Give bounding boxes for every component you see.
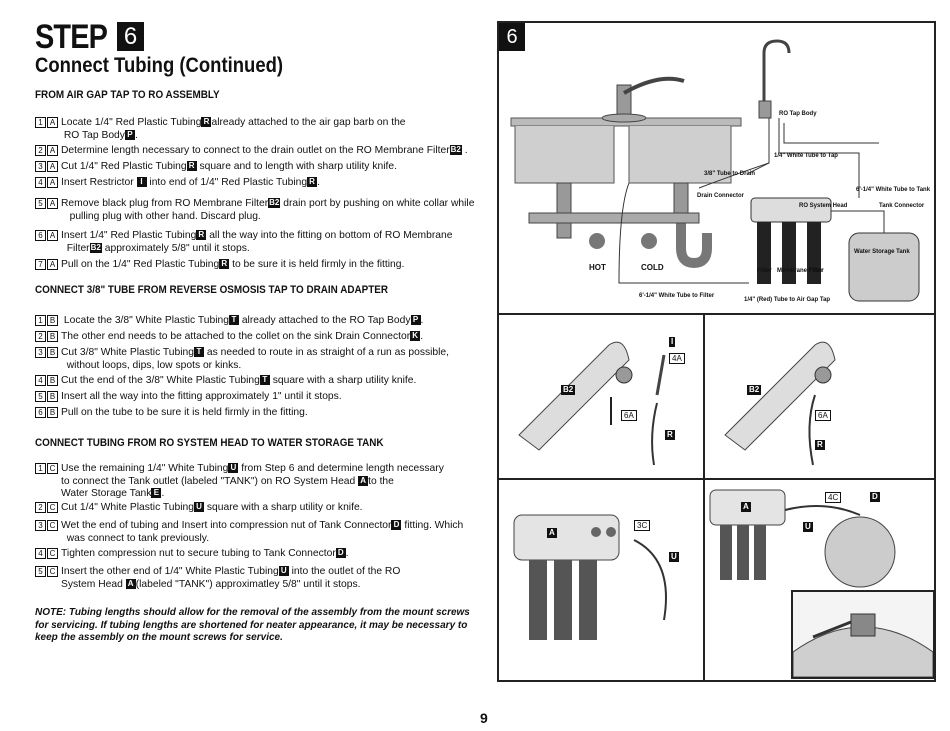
connector-detail-illustration [792, 613, 934, 678]
tag-6a-right: 6A [815, 410, 831, 421]
tag-6a: 6A [621, 410, 637, 421]
tag-4c: 4C [825, 492, 842, 503]
page-number: 9 [480, 710, 488, 726]
sink-illustration [510, 39, 920, 302]
section-title-air-gap: FROM AIR GAP TAP TO RO ASSEMBLY [35, 89, 220, 101]
tag-r-right: R [815, 440, 825, 450]
label-white-tube-to-filter: 6'-1/4" White Tube to Filter [639, 293, 715, 299]
label-white-tube-to-tank: 6'-1/4" White Tube to Tank [856, 187, 931, 193]
under-sink-diagram-panel: 6 RO Tap Body 1/4" W [497, 21, 936, 315]
tag-b2: B2 [561, 385, 576, 395]
label-red-tube-to-air-gap: 1/4" (Red) Tube to Air Gap Tap [744, 297, 831, 303]
tag-a: A [547, 528, 557, 538]
system-head-illustration [513, 514, 667, 640]
tag-4a: 4A [669, 353, 685, 364]
tag-u-right: U [803, 522, 813, 532]
label-water-storage-tank: Water Storage Tank [854, 249, 910, 255]
label-hot: HOT [589, 263, 606, 272]
label-tank-connector: Tank Connector [879, 203, 925, 209]
step-heading: STEP [35, 18, 108, 57]
tag-b2-right: B2 [747, 385, 762, 395]
tube-insert-illustration [724, 341, 836, 466]
system-head-diagram-panel: 3C A U [497, 478, 706, 682]
tube-insert-diagram-panel: B2 6A R [703, 313, 936, 480]
label-ro-system-head: RO System Head [799, 203, 848, 209]
tag-u: U [669, 552, 679, 562]
tag-r: R [665, 430, 675, 440]
label-membrane-filter: Membrane Filter [777, 268, 824, 274]
section-title-storage-tank: CONNECT TUBING FROM RO SYSTEM HEAD TO WA… [35, 437, 384, 449]
diagram-step-badge: 6 [499, 23, 525, 51]
service-note: NOTE: Tubing lengths should allow for th… [35, 607, 470, 643]
label-cold: COLD [641, 263, 664, 272]
step-word: STEP [35, 18, 108, 56]
tag-d: D [870, 492, 880, 502]
page-subtitle: Connect Tubing (Continued) [35, 54, 284, 77]
restrictor-diagram-panel: B2 I 4A 6A R [497, 313, 706, 480]
label-filter-left: Filter [757, 268, 772, 274]
tag-3c: 3C [634, 520, 651, 531]
connector-detail-inset [791, 590, 935, 679]
instructions-column: STEP 6 Connect Tubing (Continued) FROM A… [35, 18, 475, 643]
tag-i: I [669, 337, 676, 347]
label-filter-right: Filter [809, 268, 824, 274]
membrane-filter-illustration [518, 341, 666, 466]
section-title-drain-adapter: CONNECT 3/8" TUBE FROM REVERSE OSMOSIS T… [35, 284, 389, 296]
label-tube-to-drain: 3/8" Tube to Drain [704, 171, 756, 177]
label-drain-connector: Drain Connector [697, 193, 745, 199]
tag-a-right: A [741, 502, 751, 512]
tank-connection-diagram-panel: 4C D A U [703, 478, 936, 682]
tank-connection-illustration [709, 489, 896, 588]
label-ro-tap-body: RO Tap Body [779, 111, 817, 117]
step-number-badge: 6 [117, 22, 144, 51]
label-white-tube-to-tap: 1/4" White Tube to Tap [774, 153, 838, 159]
